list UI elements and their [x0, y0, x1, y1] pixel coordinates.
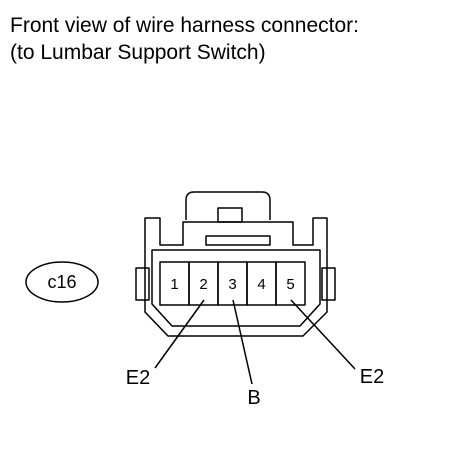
- title-line-2: (to Lumbar Support Switch): [10, 41, 266, 64]
- pin-number-3: 3: [228, 276, 236, 293]
- leader-pin-3: [232, 299, 253, 385]
- latch-window: [217, 207, 243, 223]
- pin-number-4: 4: [257, 276, 265, 293]
- connector-key: [205, 235, 271, 246]
- pin-number-5: 5: [286, 276, 294, 293]
- diagram-title: Front view of wire harness connector: (t…: [10, 12, 359, 66]
- title-line-1: Front view of wire harness connector:: [10, 14, 359, 37]
- pin-number-1: 1: [170, 276, 178, 293]
- left-side-tab: [135, 267, 150, 301]
- right-side-tab: [321, 267, 336, 301]
- pin-number-2: 2: [199, 276, 207, 293]
- connector-housing: [144, 217, 328, 337]
- connector-code: c16: [47, 272, 76, 292]
- connector-code-badge: [25, 261, 99, 303]
- callout-label-pin-2: E2: [126, 367, 150, 389]
- connector-inner-frame: [151, 249, 321, 327]
- callout-label-pin-3: B: [247, 387, 260, 409]
- leader-pin-2: [154, 299, 205, 369]
- pin-cavity-5: [275, 261, 306, 306]
- leader-pin-5: [290, 299, 356, 370]
- connector-latch: [185, 191, 271, 220]
- callout-label-pin-5: E2: [360, 366, 384, 388]
